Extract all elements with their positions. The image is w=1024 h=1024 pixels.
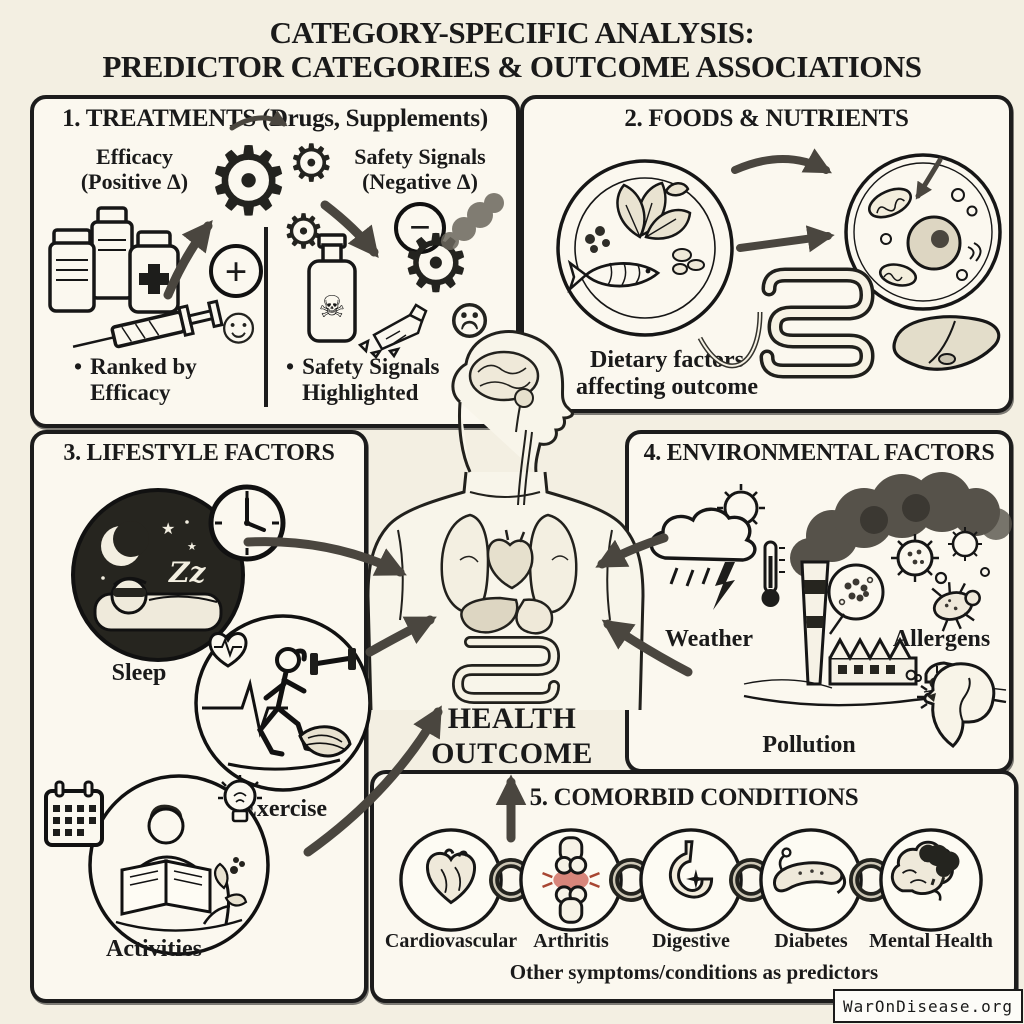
star-small-icon: ★ — [187, 540, 197, 553]
condition-label-diabetes: Diabetes — [774, 930, 848, 952]
gear-small2-icon: ⚙ — [282, 206, 326, 259]
pollution-scene-icon — [743, 472, 1012, 707]
poison-bottle-icon: ☠ — [307, 233, 357, 343]
sleep-icon: ★ ★ Zz — [71, 488, 245, 662]
allergens-icon — [891, 527, 990, 632]
panel-divider — [264, 227, 268, 407]
skull-icon: ☠ — [319, 290, 346, 325]
panel-foods: 2. FOODS & NUTRIENTS — [520, 95, 1013, 413]
coughing-head-icon — [917, 662, 996, 748]
activities-label: Activities — [106, 936, 202, 962]
condition-label-arthritis: Arthritis — [533, 930, 609, 952]
gear-icon: ⚙ — [206, 129, 292, 235]
mental-health-brain-icon — [879, 828, 983, 932]
particles-magnifier-icon — [827, 563, 885, 635]
foods-caption: Dietary factors affecting outcome — [576, 347, 758, 400]
activities-icon — [88, 774, 270, 956]
intestines-icon — [759, 267, 875, 379]
minus-icon: − — [394, 202, 446, 254]
lightbulb-icon — [218, 775, 262, 823]
smiley-icon: ☺ — [212, 298, 266, 355]
page-title-line1: CATEGORY-SPECIFIC ANALYSIS: — [269, 15, 755, 50]
storm-cloud-icon — [919, 844, 960, 878]
panel-foods-heading: 2. FOODS & NUTRIENTS — [624, 105, 909, 132]
bullet-safety-signals: • Safety Signals Highlighted — [286, 354, 440, 406]
plant-icon — [202, 862, 248, 925]
pollen-icon — [891, 534, 939, 582]
factory-icon — [828, 636, 918, 686]
condition-label-cardiovascular: Cardiovascular — [384, 930, 518, 952]
condition-label-mental-health: Mental Health — [869, 930, 993, 952]
star-icon: ★ — [161, 519, 175, 538]
efficacy-label: Efficacy (Positive Δ) — [80, 144, 189, 194]
pollen-small-icon — [948, 527, 982, 561]
weather-icon — [649, 484, 785, 610]
condition-label-digestive: Digestive — [652, 930, 730, 952]
health-outcome-label: HEALTH OUTCOME — [431, 702, 593, 770]
page-title: CATEGORY-SPECIFIC ANALYSIS: PREDICTOR CA… — [0, 15, 1024, 85]
dumbbell-icon — [310, 648, 356, 675]
smoke-icon — [441, 193, 504, 250]
diabetes-pancreas-icon — [759, 828, 863, 932]
panel-comorbid-heading: 5. COMORBID CONDITIONS — [529, 784, 859, 811]
open-book-icon — [120, 859, 212, 916]
watermark: WarOnDisease.org — [833, 989, 1023, 1023]
broken-glass-icon — [357, 303, 428, 359]
dust-mite-icon — [931, 582, 981, 632]
cell-icon — [844, 153, 1002, 311]
exercise-icon — [194, 614, 372, 792]
arrow-exercise-to-body — [365, 615, 437, 657]
clock-icon — [208, 484, 286, 562]
panel-comorbid: 5. COMORBID CONDITIONS — [370, 770, 1018, 1003]
syringe-icon — [72, 299, 224, 349]
sleep-label: Sleep — [111, 660, 167, 686]
cloud-icon — [649, 507, 757, 562]
comorbid-footnote: Other symptoms/conditions as predictors — [509, 960, 879, 984]
panel-lifestyle: 3. LIFESTYLE FACTORS ★ ★ Zz Sleep — [30, 430, 372, 1003]
panel-treatments: 1. TREATMENTS (Drugs, Supplements) Effic… — [30, 95, 520, 428]
panel-environment-heading: 4. ENVIRONMENTAL FACTORS — [643, 440, 995, 466]
smokestack-icon — [800, 560, 830, 686]
plus-icon: + — [209, 244, 263, 298]
arthritis-joint-icon — [519, 828, 623, 932]
panel-environment: 4. ENVIRONMENTAL FACTORS Weather — [625, 430, 1013, 773]
sleep-zz-text: Zz — [168, 556, 206, 589]
liver-icon — [892, 315, 1001, 371]
food-plate-icon — [556, 159, 734, 337]
bullet-ranked-by-efficacy: • Ranked by Efficacy — [74, 354, 197, 406]
panel-lifestyle-heading: 3. LIFESTYLE FACTORS — [63, 440, 335, 466]
heart-pulse-icon — [208, 632, 248, 668]
safety-signals-label: Safety Signals (Negative Δ) — [354, 144, 486, 194]
allergens-label: Allergens — [892, 626, 991, 652]
page-title-line2: PREDICTOR CATEGORIES & OUTCOME ASSOCIATI… — [102, 49, 922, 85]
digestive-stomach-icon — [639, 828, 743, 932]
lightning-icon — [713, 562, 735, 610]
calendar-icon — [44, 780, 104, 847]
sad-face-icon: ☹ — [448, 296, 492, 349]
gear-small-icon: ⚙ — [288, 136, 335, 193]
pollution-label: Pollution — [762, 732, 856, 758]
fish-icon — [567, 259, 661, 293]
thermometer-icon — [761, 540, 785, 607]
watermark-text: WarOnDisease.org — [842, 996, 1014, 1016]
